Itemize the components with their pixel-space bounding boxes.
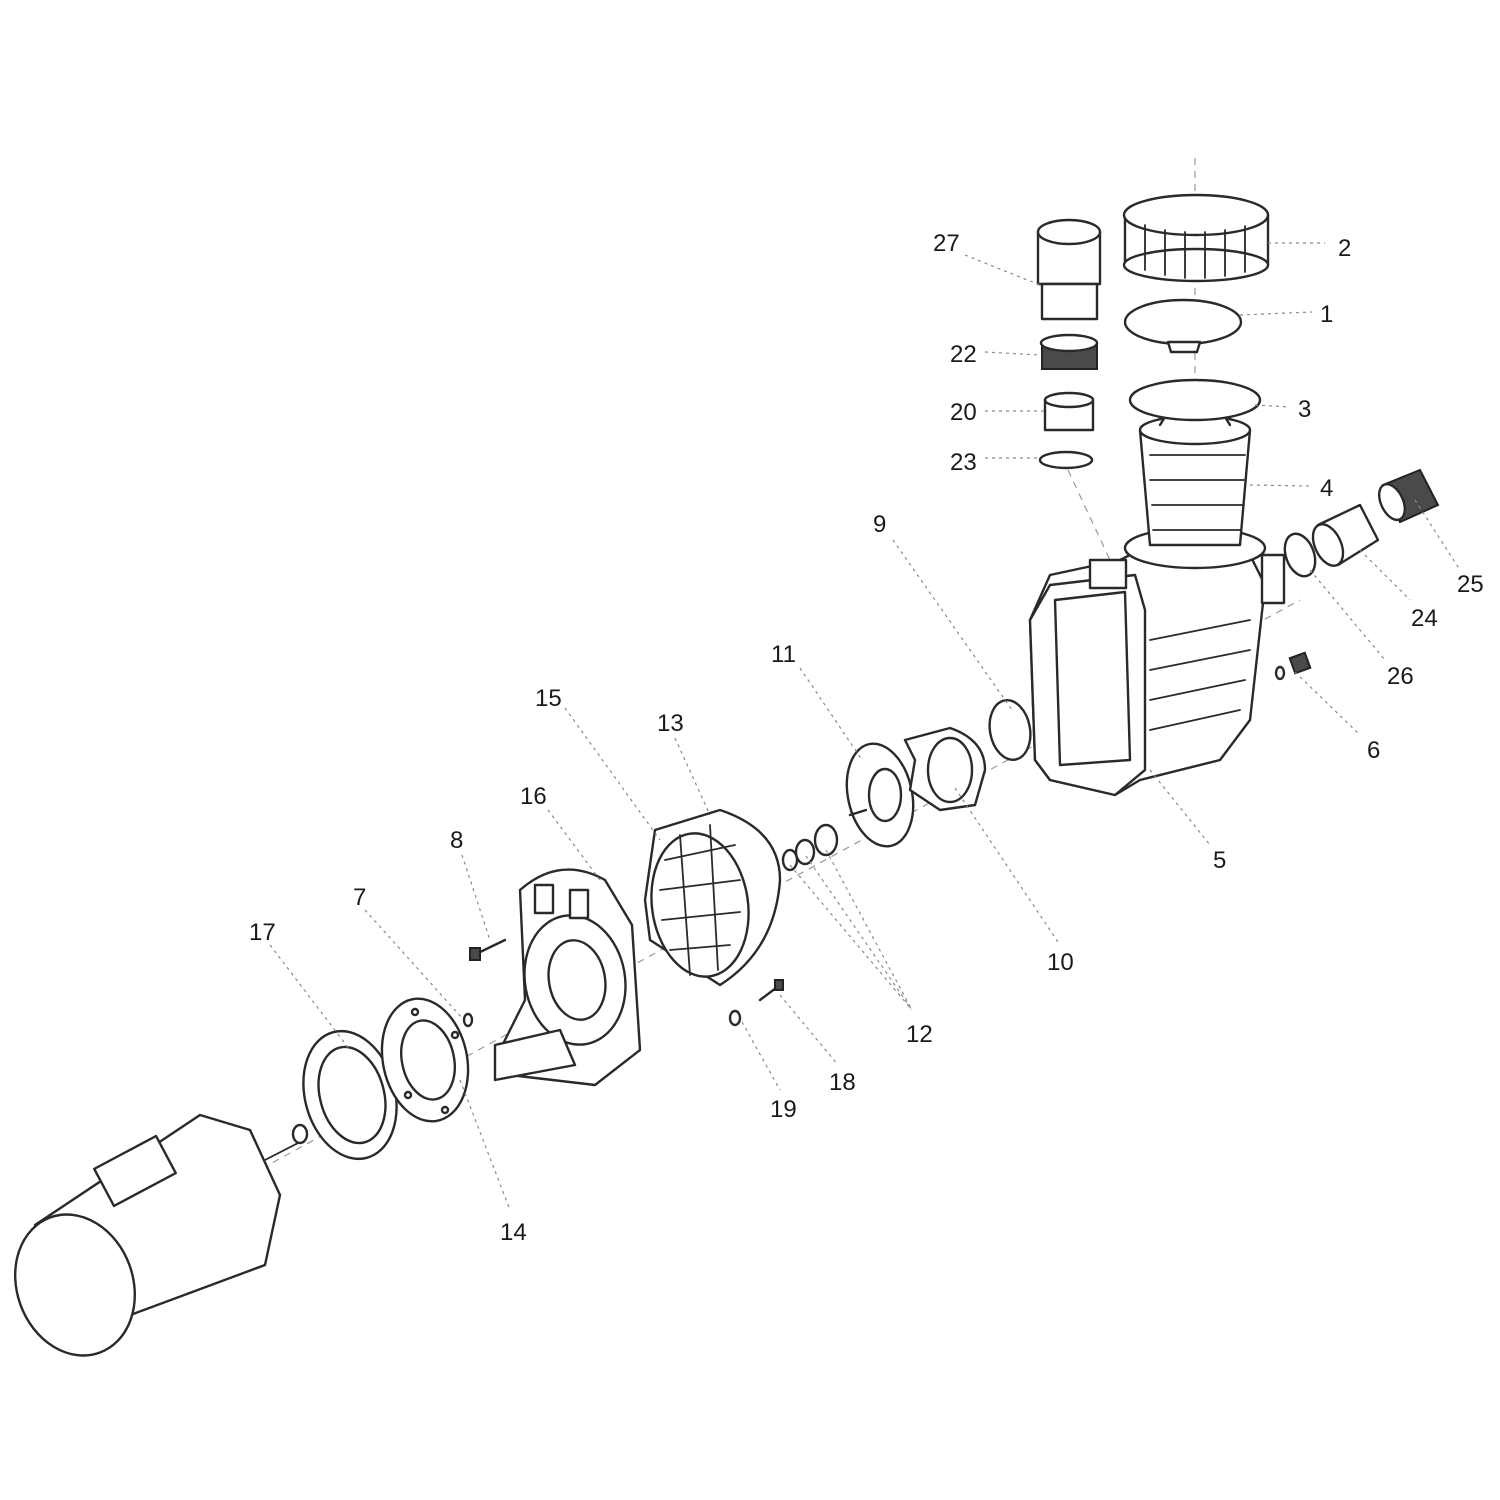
callout-16: 16	[520, 783, 547, 810]
callout-10: 10	[1047, 949, 1074, 976]
callout-20: 20	[950, 399, 977, 426]
lid-o-ring	[1128, 378, 1262, 422]
callout-14: 14	[500, 1219, 527, 1246]
o-ring-9	[988, 699, 1032, 761]
callout-26: 26	[1387, 663, 1414, 690]
callout-15: 15	[535, 685, 562, 712]
callout-6: 6	[1367, 737, 1380, 764]
impeller-vane	[903, 726, 987, 812]
lid-locking-ring	[1122, 193, 1270, 283]
callout-19: 19	[770, 1096, 797, 1123]
callout-7: 7	[353, 884, 366, 911]
callout-2: 2	[1338, 235, 1351, 262]
callout-1: 1	[1320, 301, 1333, 328]
callout-12: 12	[906, 1021, 933, 1048]
callout-22: 22	[950, 341, 977, 368]
motor-flange-ring	[302, 1029, 398, 1161]
callout-25: 25	[1457, 571, 1484, 598]
drain-plug	[1274, 651, 1312, 681]
callout-3: 3	[1298, 396, 1311, 423]
callout-23: 23	[950, 449, 977, 476]
seal-plate-bracket	[493, 868, 642, 1087]
union-adapter-24	[1311, 503, 1380, 567]
union-tailpiece-27	[1036, 218, 1102, 321]
union-o-ring-26	[1283, 532, 1317, 578]
pump-housing	[1028, 526, 1286, 797]
gasket-plate	[380, 997, 470, 1123]
callout-8: 8	[450, 827, 463, 854]
impeller	[845, 742, 915, 848]
bolt-18	[758, 979, 784, 1002]
screw-7	[462, 1012, 474, 1028]
callout-27: 27	[933, 230, 960, 257]
clear-lid	[1123, 298, 1243, 354]
callout-17: 17	[249, 919, 276, 946]
callout-24: 24	[1411, 605, 1438, 632]
o-ring-19	[728, 1009, 742, 1027]
motor	[13, 1113, 309, 1357]
union-nut-22	[1039, 333, 1099, 370]
union-nut-25	[1377, 468, 1440, 524]
union-adapter-20	[1043, 391, 1095, 432]
callout-9: 9	[873, 511, 886, 538]
callout-18: 18	[829, 1069, 856, 1096]
leader-lines	[269, 242, 1461, 1211]
mechanical-seal	[781, 823, 839, 872]
union-o-ring-23	[1038, 450, 1094, 470]
callout-labels: 1 2 3 4 5 6 7 8 9 10 11 12 13 14 15 16 1…	[249, 230, 1484, 1246]
diffuser	[643, 808, 782, 987]
bolt-8	[469, 938, 507, 961]
callout-11: 11	[771, 641, 796, 668]
callout-5: 5	[1213, 847, 1226, 874]
callout-4: 4	[1320, 475, 1333, 502]
callout-13: 13	[657, 710, 684, 737]
